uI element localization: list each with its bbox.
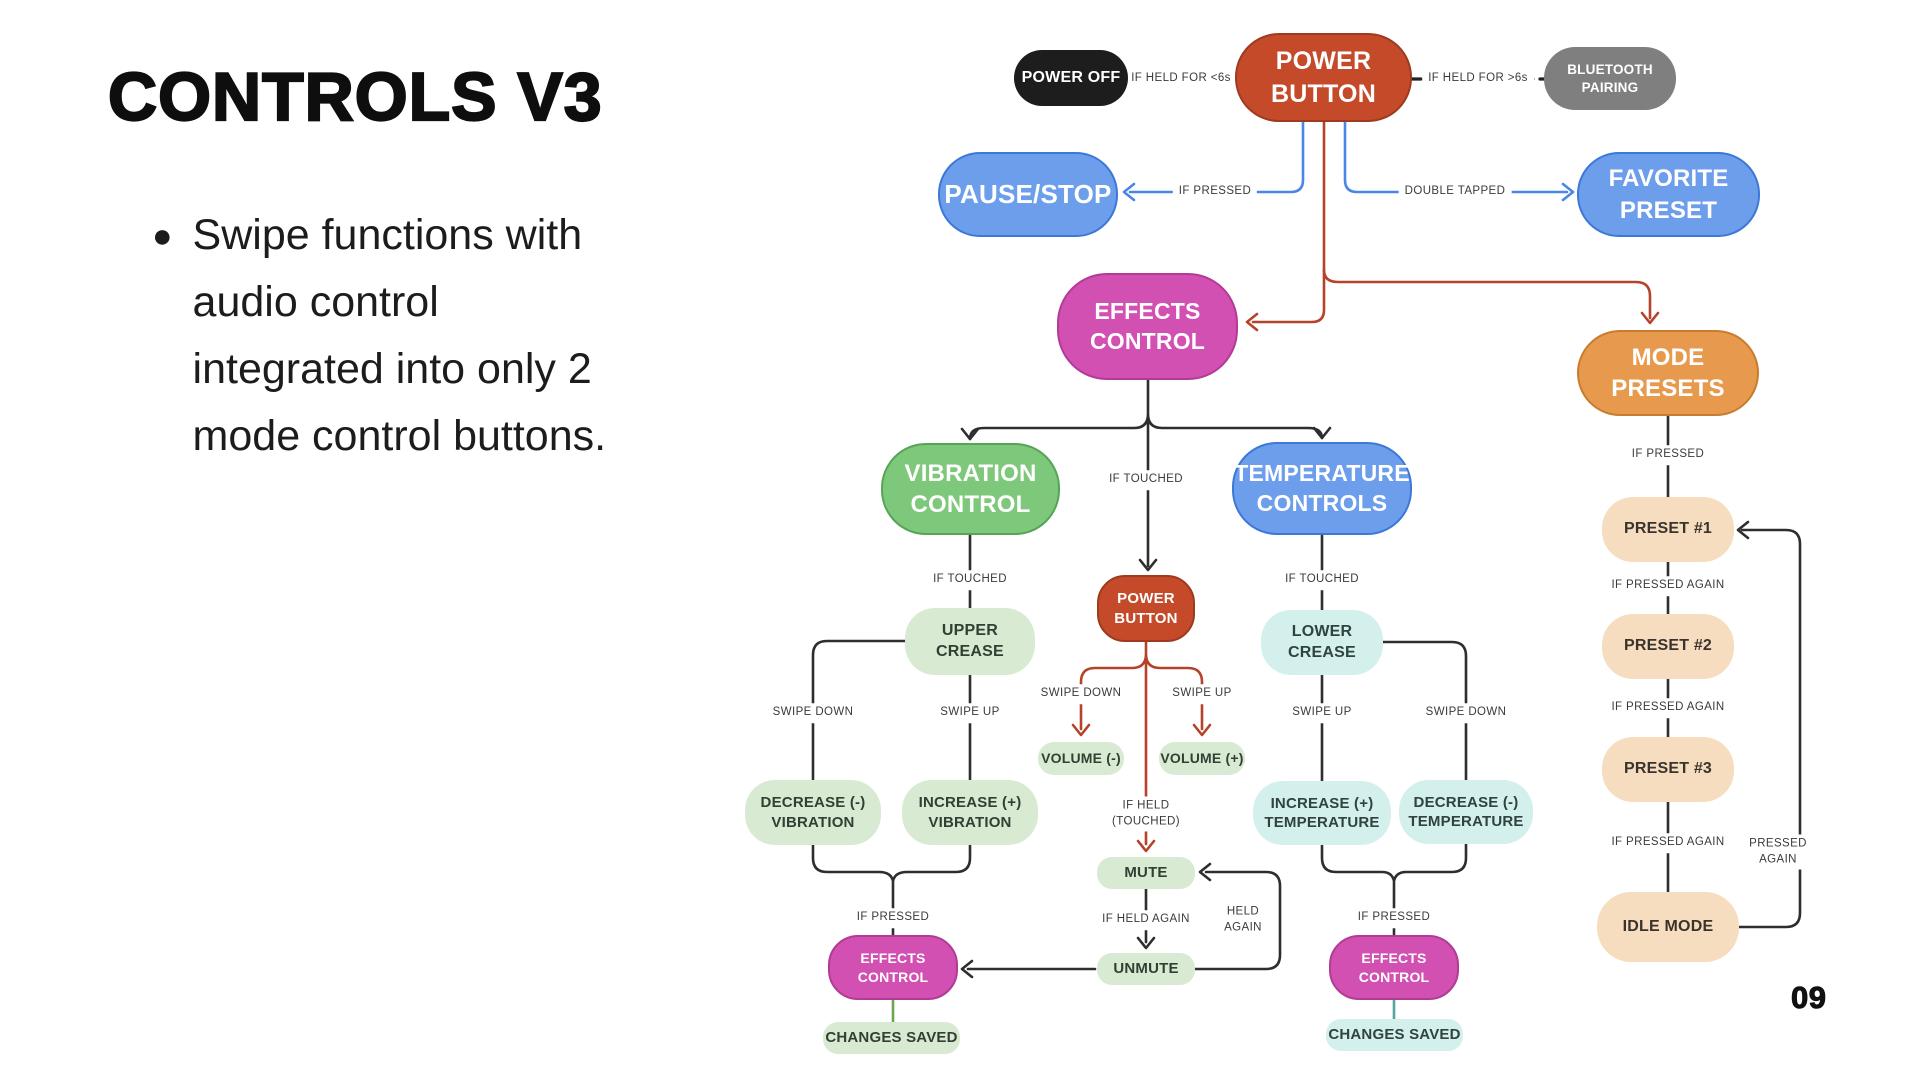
node-pause-stop: PAUSE/STOP: [938, 152, 1118, 237]
node-changes-saved-left: CHANGES SAVED: [823, 1022, 960, 1054]
edge-label-if-touched-center: IF TOUCHED: [1103, 470, 1189, 490]
node-decrease-vibration: DECREASE (-) VIBRATION: [745, 780, 881, 845]
node-bluetooth-pairing: BLUETOOTH PAIRING: [1544, 47, 1676, 110]
edge-unmute-mute-loop: [1193, 870, 1282, 971]
node-upper-crease: UPPER CREASE: [905, 608, 1035, 675]
edge-label-if-pressed-again-1: IF PRESSED AGAIN: [1605, 576, 1731, 596]
edge-label-if-pressed-right: IF PRESSED: [1351, 908, 1437, 928]
node-mute: MUTE: [1097, 857, 1195, 889]
edge-label-if-pressed-pause: IF PRESSED: [1172, 182, 1258, 202]
edge-to-effectscontrol: [1251, 120, 1326, 324]
node-favorite-preset: FAVORITE PRESET: [1577, 152, 1760, 237]
edge-favoritepreset: [1343, 120, 1569, 194]
edge-label-swipe-down-right: SWIPE DOWN: [1419, 703, 1513, 723]
node-increase-temperature: INCREASE (+) TEMPERATURE: [1253, 781, 1391, 845]
node-increase-vibration: INCREASE (+) VIBRATION: [902, 780, 1038, 845]
edge-label-if-pressed-again-2: IF PRESSED AGAIN: [1605, 698, 1731, 718]
edge-label-if-held-touched: IF HELD (TOUCHED): [1106, 796, 1186, 832]
edge-label-swipe-up-right: SWIPE UP: [1286, 703, 1358, 723]
edge-label-if-pressed-presets: IF PRESSED: [1625, 445, 1711, 465]
node-volume-up: VOLUME (+): [1159, 742, 1245, 775]
node-preset-3: PRESET #3: [1602, 737, 1734, 802]
bullet-text: Swipe functions with audio control integ…: [192, 211, 607, 461]
edge-label-if-pressed-left: IF PRESSED: [850, 908, 936, 928]
node-vibration-control: VIBRATION CONTROL: [881, 443, 1060, 535]
edge-label-swipe-down-mid: SWIPE DOWN: [1034, 684, 1128, 704]
edge-label-double-tapped: DOUBLE TAPPED: [1398, 182, 1512, 202]
edge-label-if-touched-right: IF TOUCHED: [1279, 570, 1365, 590]
node-preset-2: PRESET #2: [1602, 614, 1734, 679]
edge-label-held-again: HELD AGAIN: [1218, 902, 1268, 938]
node-power-off: POWER OFF: [1014, 50, 1128, 106]
node-temperature-controls: TEMPERATURE CONTROLS: [1232, 442, 1412, 535]
node-mode-presets: MODE PRESETS: [1577, 330, 1759, 416]
edge-pausestop: [1128, 120, 1305, 194]
edge-label-swipe-up-left: SWIPE UP: [934, 703, 1006, 723]
edge-label-pressed-again-loop: PRESSED AGAIN: [1743, 834, 1813, 870]
edge-label-if-held-short: IF HELD FOR <6s: [1125, 69, 1237, 89]
edge-label-swipe-down-left: SWIPE DOWN: [766, 703, 860, 723]
edge-to-modepresets: [1322, 268, 1652, 320]
edge-lowercrease-right: [1381, 640, 1468, 782]
node-decrease-temperature: DECREASE (-) TEMPERATURE: [1399, 780, 1533, 844]
node-volume-down: VOLUME (-): [1038, 742, 1124, 775]
bullet-dot-icon: ●: [152, 217, 173, 255]
bullet-list: ● Swipe functions with audio control int…: [152, 202, 722, 470]
edge-label-if-touched-left: IF TOUCHED: [927, 570, 1013, 590]
edge-volume-split: [1079, 640, 1204, 846]
edge-label-if-held-long: IF HELD FOR >6s: [1422, 69, 1534, 89]
node-unmute: UNMUTE: [1097, 953, 1195, 985]
edge-uppercrease-left: [811, 639, 907, 782]
node-changes-saved-right: CHANGES SAVED: [1326, 1019, 1463, 1051]
edge-idle-preset-loop: [1737, 528, 1802, 929]
page-title: CONTROLS V3: [107, 58, 603, 136]
node-effects-control-left: EFFECTS CONTROL: [828, 935, 958, 1000]
edge-label-if-pressed-again-3: IF PRESSED AGAIN: [1605, 833, 1731, 853]
node-effects-control: EFFECTS CONTROL: [1057, 273, 1238, 380]
node-effects-control-right: EFFECTS CONTROL: [1329, 935, 1459, 1000]
node-idle-mode: IDLE MODE: [1597, 892, 1739, 962]
edge-ec-split: [968, 378, 1324, 568]
node-power-button: POWER BUTTON: [1235, 33, 1412, 122]
page-number: 09: [1790, 980, 1827, 1016]
node-power-button-touch: POWER BUTTON: [1097, 575, 1195, 642]
edge-label-swipe-up-mid: SWIPE UP: [1166, 684, 1238, 704]
node-preset-1: PRESET #1: [1602, 497, 1734, 562]
node-lower-crease: LOWER CREASE: [1261, 610, 1383, 675]
edge-label-if-held-again: IF HELD AGAIN: [1096, 910, 1196, 930]
